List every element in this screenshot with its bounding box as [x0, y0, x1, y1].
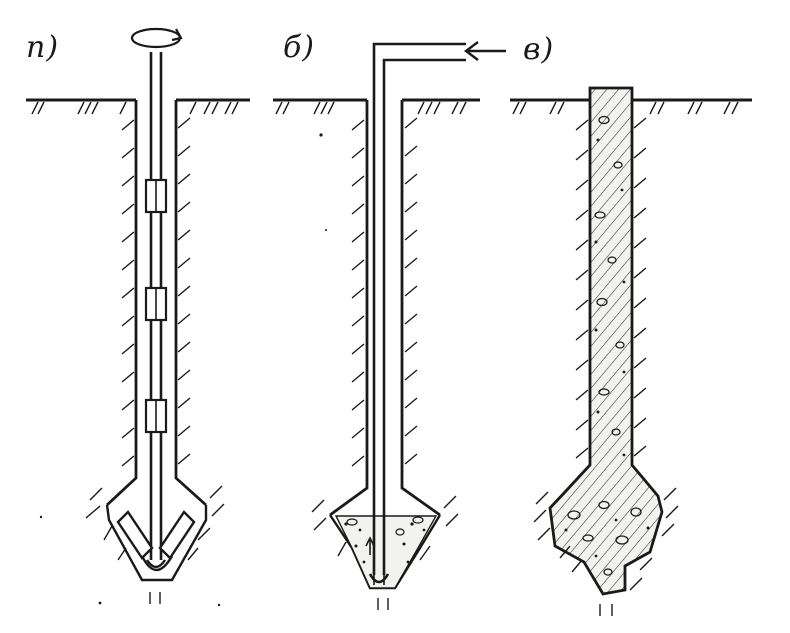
panel-b-feed-pipe — [365, 42, 466, 585]
rotation-arrow-icon — [130, 27, 183, 49]
scan-specks — [39, 133, 327, 607]
panel-c-pile — [548, 86, 664, 596]
panel-label-a: п) — [26, 30, 60, 65]
panel-label-b: б) — [283, 30, 316, 65]
panel-b-borehole — [311, 100, 459, 610]
panel-a-drill-rod — [144, 52, 168, 560]
feed-arrow-icon — [464, 41, 506, 61]
panel-a-borehole — [85, 100, 225, 604]
panel-a-expander-arms — [116, 510, 196, 572]
panel-c-ground-hatching — [533, 117, 679, 616]
panel-label-c: в) — [523, 32, 555, 67]
panel-b-concrete-bulb — [334, 515, 438, 589]
ground-hatching — [31, 101, 739, 115]
